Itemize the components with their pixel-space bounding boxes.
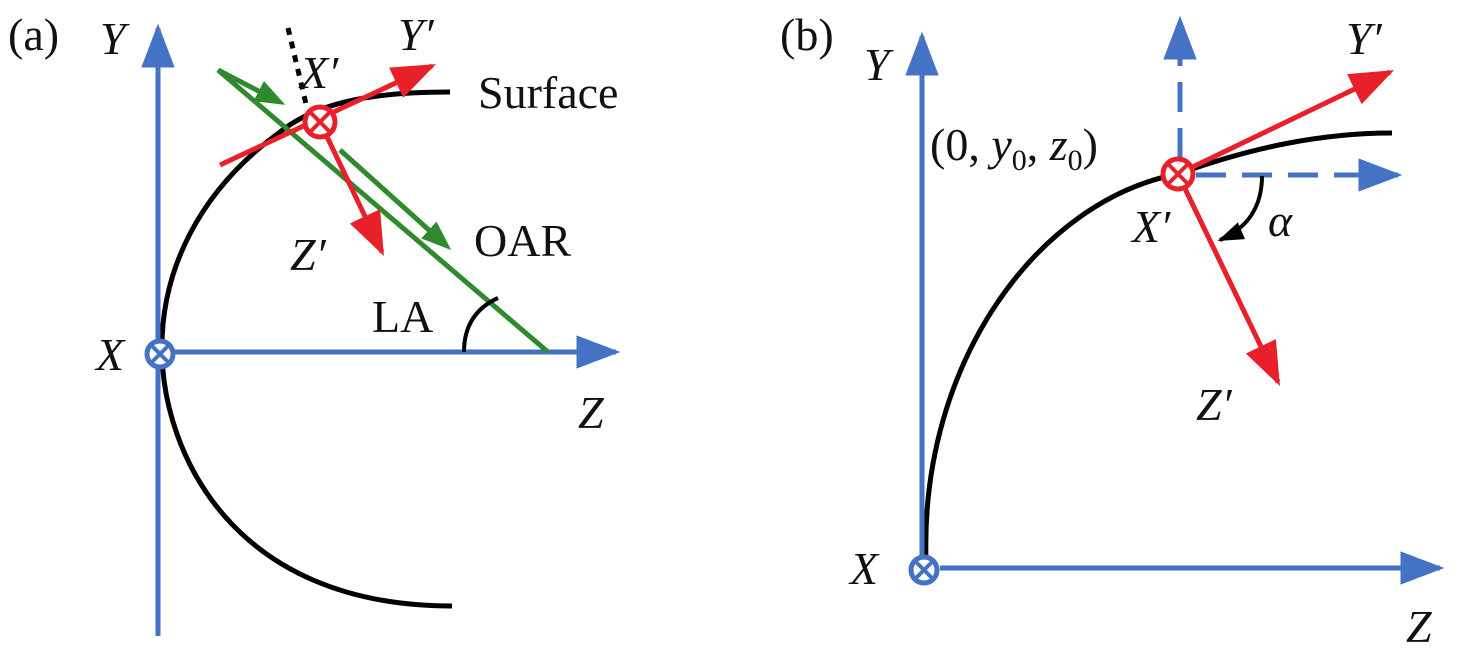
local-origin-b bbox=[1160, 156, 1196, 192]
point-z-sub: 0 bbox=[1068, 144, 1083, 177]
y-axis-label-b: Y bbox=[864, 39, 894, 90]
point-sep: , bbox=[1027, 119, 1050, 170]
oar-arrow-1 bbox=[216, 67, 286, 105]
point-open: (0, bbox=[930, 119, 991, 170]
point-close: ) bbox=[1083, 119, 1098, 170]
local-x-label-b: X′ bbox=[1130, 201, 1171, 252]
y-axis-label-a: Y bbox=[100, 13, 130, 64]
z-axis-label-b: Z bbox=[1406, 601, 1432, 648]
global-origin-a bbox=[144, 338, 176, 370]
local-x-label-a: X′ bbox=[298, 47, 339, 98]
la-label: LA bbox=[372, 291, 433, 342]
surface-curve-b bbox=[923, 130, 1393, 561]
la-angle-arc bbox=[462, 296, 499, 353]
global-origin-b bbox=[908, 554, 940, 586]
surface-label: Surface bbox=[478, 67, 618, 118]
x-axis-label-b: X bbox=[848, 543, 880, 594]
panel-a: (a) Y X′ Y′ Surface Z′ OAR LA X Z bbox=[8, 9, 621, 636]
x-axis-label-a: X bbox=[94, 329, 126, 380]
local-z-axis-a bbox=[317, 120, 385, 256]
local-z-label-a: Z′ bbox=[290, 229, 327, 280]
oar-arrow-2 bbox=[338, 148, 452, 251]
local-z-axis-b bbox=[1175, 172, 1281, 386]
alpha-label: α bbox=[1268, 195, 1293, 246]
panel-b: (b) Y Y′ (0, y0, z0) X′ α Z′ X Z bbox=[780, 9, 1445, 648]
oar-label: OAR bbox=[474, 215, 571, 266]
local-y-label-b: Y′ bbox=[1346, 13, 1383, 64]
local-z-label-b: Z′ bbox=[1196, 379, 1233, 430]
local-origin-a bbox=[302, 104, 338, 140]
z-axis-label-a: Z bbox=[578, 387, 604, 438]
point-y-sub: 0 bbox=[1012, 144, 1027, 177]
local-y-axis-b bbox=[1176, 69, 1394, 177]
point-z: z bbox=[1049, 119, 1068, 170]
panel-b-tag: (b) bbox=[780, 9, 834, 60]
surface-curve-a bbox=[159, 89, 453, 609]
local-y-label-a: Y′ bbox=[398, 9, 435, 60]
point-label: (0, y0, z0) bbox=[930, 119, 1098, 177]
panel-a-tag: (a) bbox=[8, 9, 59, 60]
point-y: y bbox=[987, 119, 1012, 170]
alpha-angle-arc bbox=[1217, 175, 1264, 242]
